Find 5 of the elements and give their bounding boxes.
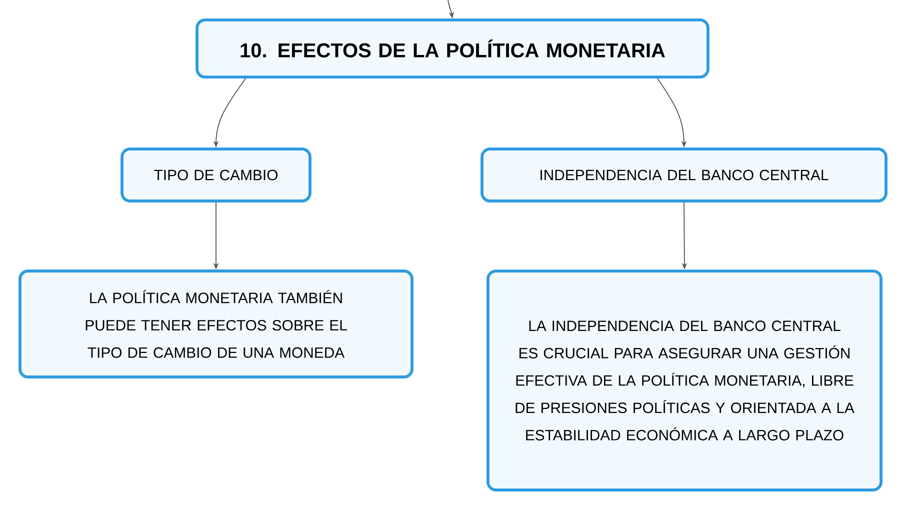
text-box: LA POLÍTICA MONETARIA TAMBIÉN PUEDE TENER EFECTOS SOBRE EL TIPO DE CAMBIO DE UNA MONEDA	[18, 270, 414, 378]
title-box: 10. EFECTOS DE LA POLÍTICA MONETARIA	[196, 18, 710, 78]
topic-box: TIPO DE CAMBIO	[120, 148, 312, 202]
topic-box: INDEPENDENCIA DEL BANCO CENTRAL	[480, 148, 888, 202]
text-box: LA INDEPENDENCIA DEL BANCO CENTRAL ES CRUCIAL PARA ASEGURAR UNA GESTIÓN EFECTIVA DE LA POLÍTICA MONETARIA, LIBRE DE PRESIONES POLÍTICAS Y ORIENTADA A LA ESTABILIDAD ECONÓMICA A LARGO PLAZO	[486, 270, 883, 492]
